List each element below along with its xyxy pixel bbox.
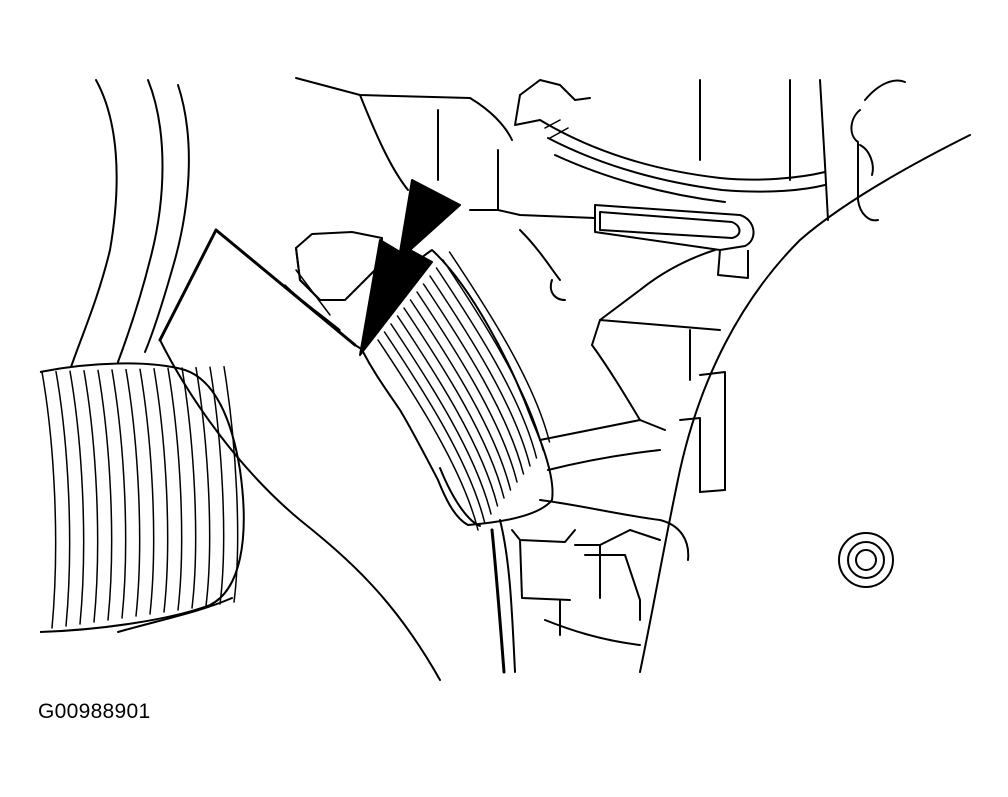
- brake-rib: [168, 368, 182, 610]
- right-side-panel: [640, 80, 970, 672]
- brake-rib: [210, 367, 224, 604]
- fastener-bolt: [839, 533, 893, 587]
- brake-rib: [224, 367, 238, 602]
- accelerator-rib: [404, 308, 504, 498]
- accelerator-rib: [417, 292, 517, 482]
- callout-arrow: [360, 180, 460, 355]
- dash-structure: [296, 78, 595, 218]
- accelerator-pedal-ribs: [378, 252, 550, 530]
- brake-pedal-ribs: [42, 367, 238, 628]
- accelerator-rib: [450, 252, 550, 442]
- brake-pedal-pad: [40, 363, 244, 632]
- brake-rib: [84, 371, 98, 622]
- accelerator-rib: [430, 276, 530, 466]
- brake-rib: [126, 370, 140, 616]
- brake-rib: [70, 371, 84, 624]
- accelerator-rib: [378, 340, 478, 530]
- brake-rib: [196, 368, 210, 606]
- firewall-blocks: [520, 230, 725, 492]
- pedal-bracket: [285, 232, 382, 330]
- accelerator-pedal: [362, 250, 553, 530]
- accelerator-rib: [391, 324, 491, 514]
- brake-rib: [56, 372, 70, 626]
- brake-rib: [98, 370, 112, 620]
- brake-rib: [112, 370, 126, 618]
- slotted-bracket: [595, 205, 754, 278]
- lower-hardware: [512, 500, 688, 645]
- accelerator-rib: [385, 332, 485, 522]
- accelerator-rib: [411, 300, 511, 490]
- brake-rib: [42, 372, 56, 628]
- figure-id-label: G00988901: [38, 700, 151, 723]
- accelerator-rib: [437, 268, 537, 458]
- accelerator-rib: [424, 284, 524, 474]
- brake-rib: [182, 368, 196, 608]
- steering-column-housing: [515, 80, 825, 202]
- left-trim-panel: [70, 80, 189, 370]
- brake-rib: [154, 369, 168, 612]
- accelerator-rib: [443, 260, 543, 450]
- accelerator-rib: [398, 316, 498, 506]
- brake-rib: [140, 369, 154, 614]
- pedal-arm: [492, 520, 515, 672]
